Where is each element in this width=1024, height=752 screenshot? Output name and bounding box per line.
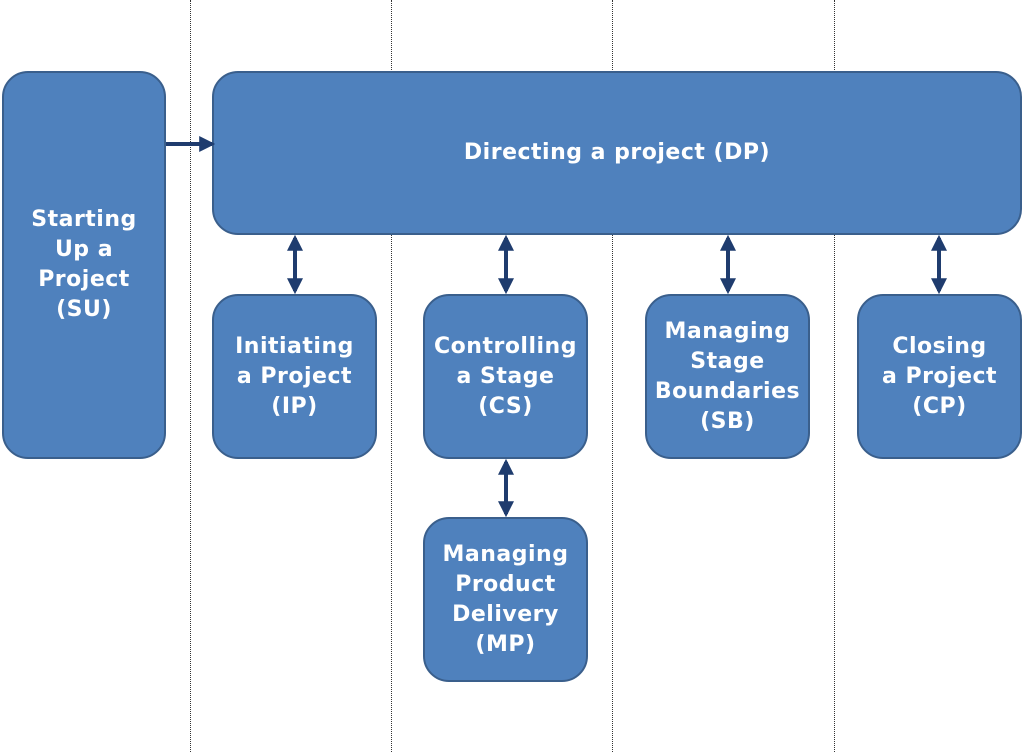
process-closing-a-project: Closing a Project (CP) [857, 294, 1022, 459]
process-controlling-a-stage: Controlling a Stage (CS) [423, 294, 588, 459]
process-su-label: Starting Up a Project (SU) [31, 207, 137, 322]
process-starting-up-a-project: Starting Up a Project (SU) [2, 71, 166, 459]
stage-divider-1 [190, 0, 191, 752]
process-initiating-a-project: Initiating a Project (IP) [212, 294, 377, 459]
process-managing-stage-boundaries: Managing Stage Boundaries (SB) [645, 294, 810, 459]
process-directing-a-project: Directing a project (DP) [212, 71, 1022, 235]
process-ip-label: Initiating a Project (IP) [235, 333, 354, 419]
stage-divider-2 [391, 0, 392, 752]
process-cp-label: Closing a Project (CP) [881, 333, 998, 419]
process-sb-label: Managing Stage Boundaries (SB) [654, 318, 801, 434]
stage-divider-3 [612, 0, 613, 752]
process-managing-product-delivery: Managing Product Delivery (MP) [423, 517, 588, 682]
process-dp-label: Directing a project (DP) [463, 140, 771, 165]
process-mp-label: Managing Product Delivery (MP) [442, 541, 569, 657]
process-cs-label: Controlling a Stage (CS) [434, 333, 577, 419]
stage-divider-4 [834, 0, 835, 752]
